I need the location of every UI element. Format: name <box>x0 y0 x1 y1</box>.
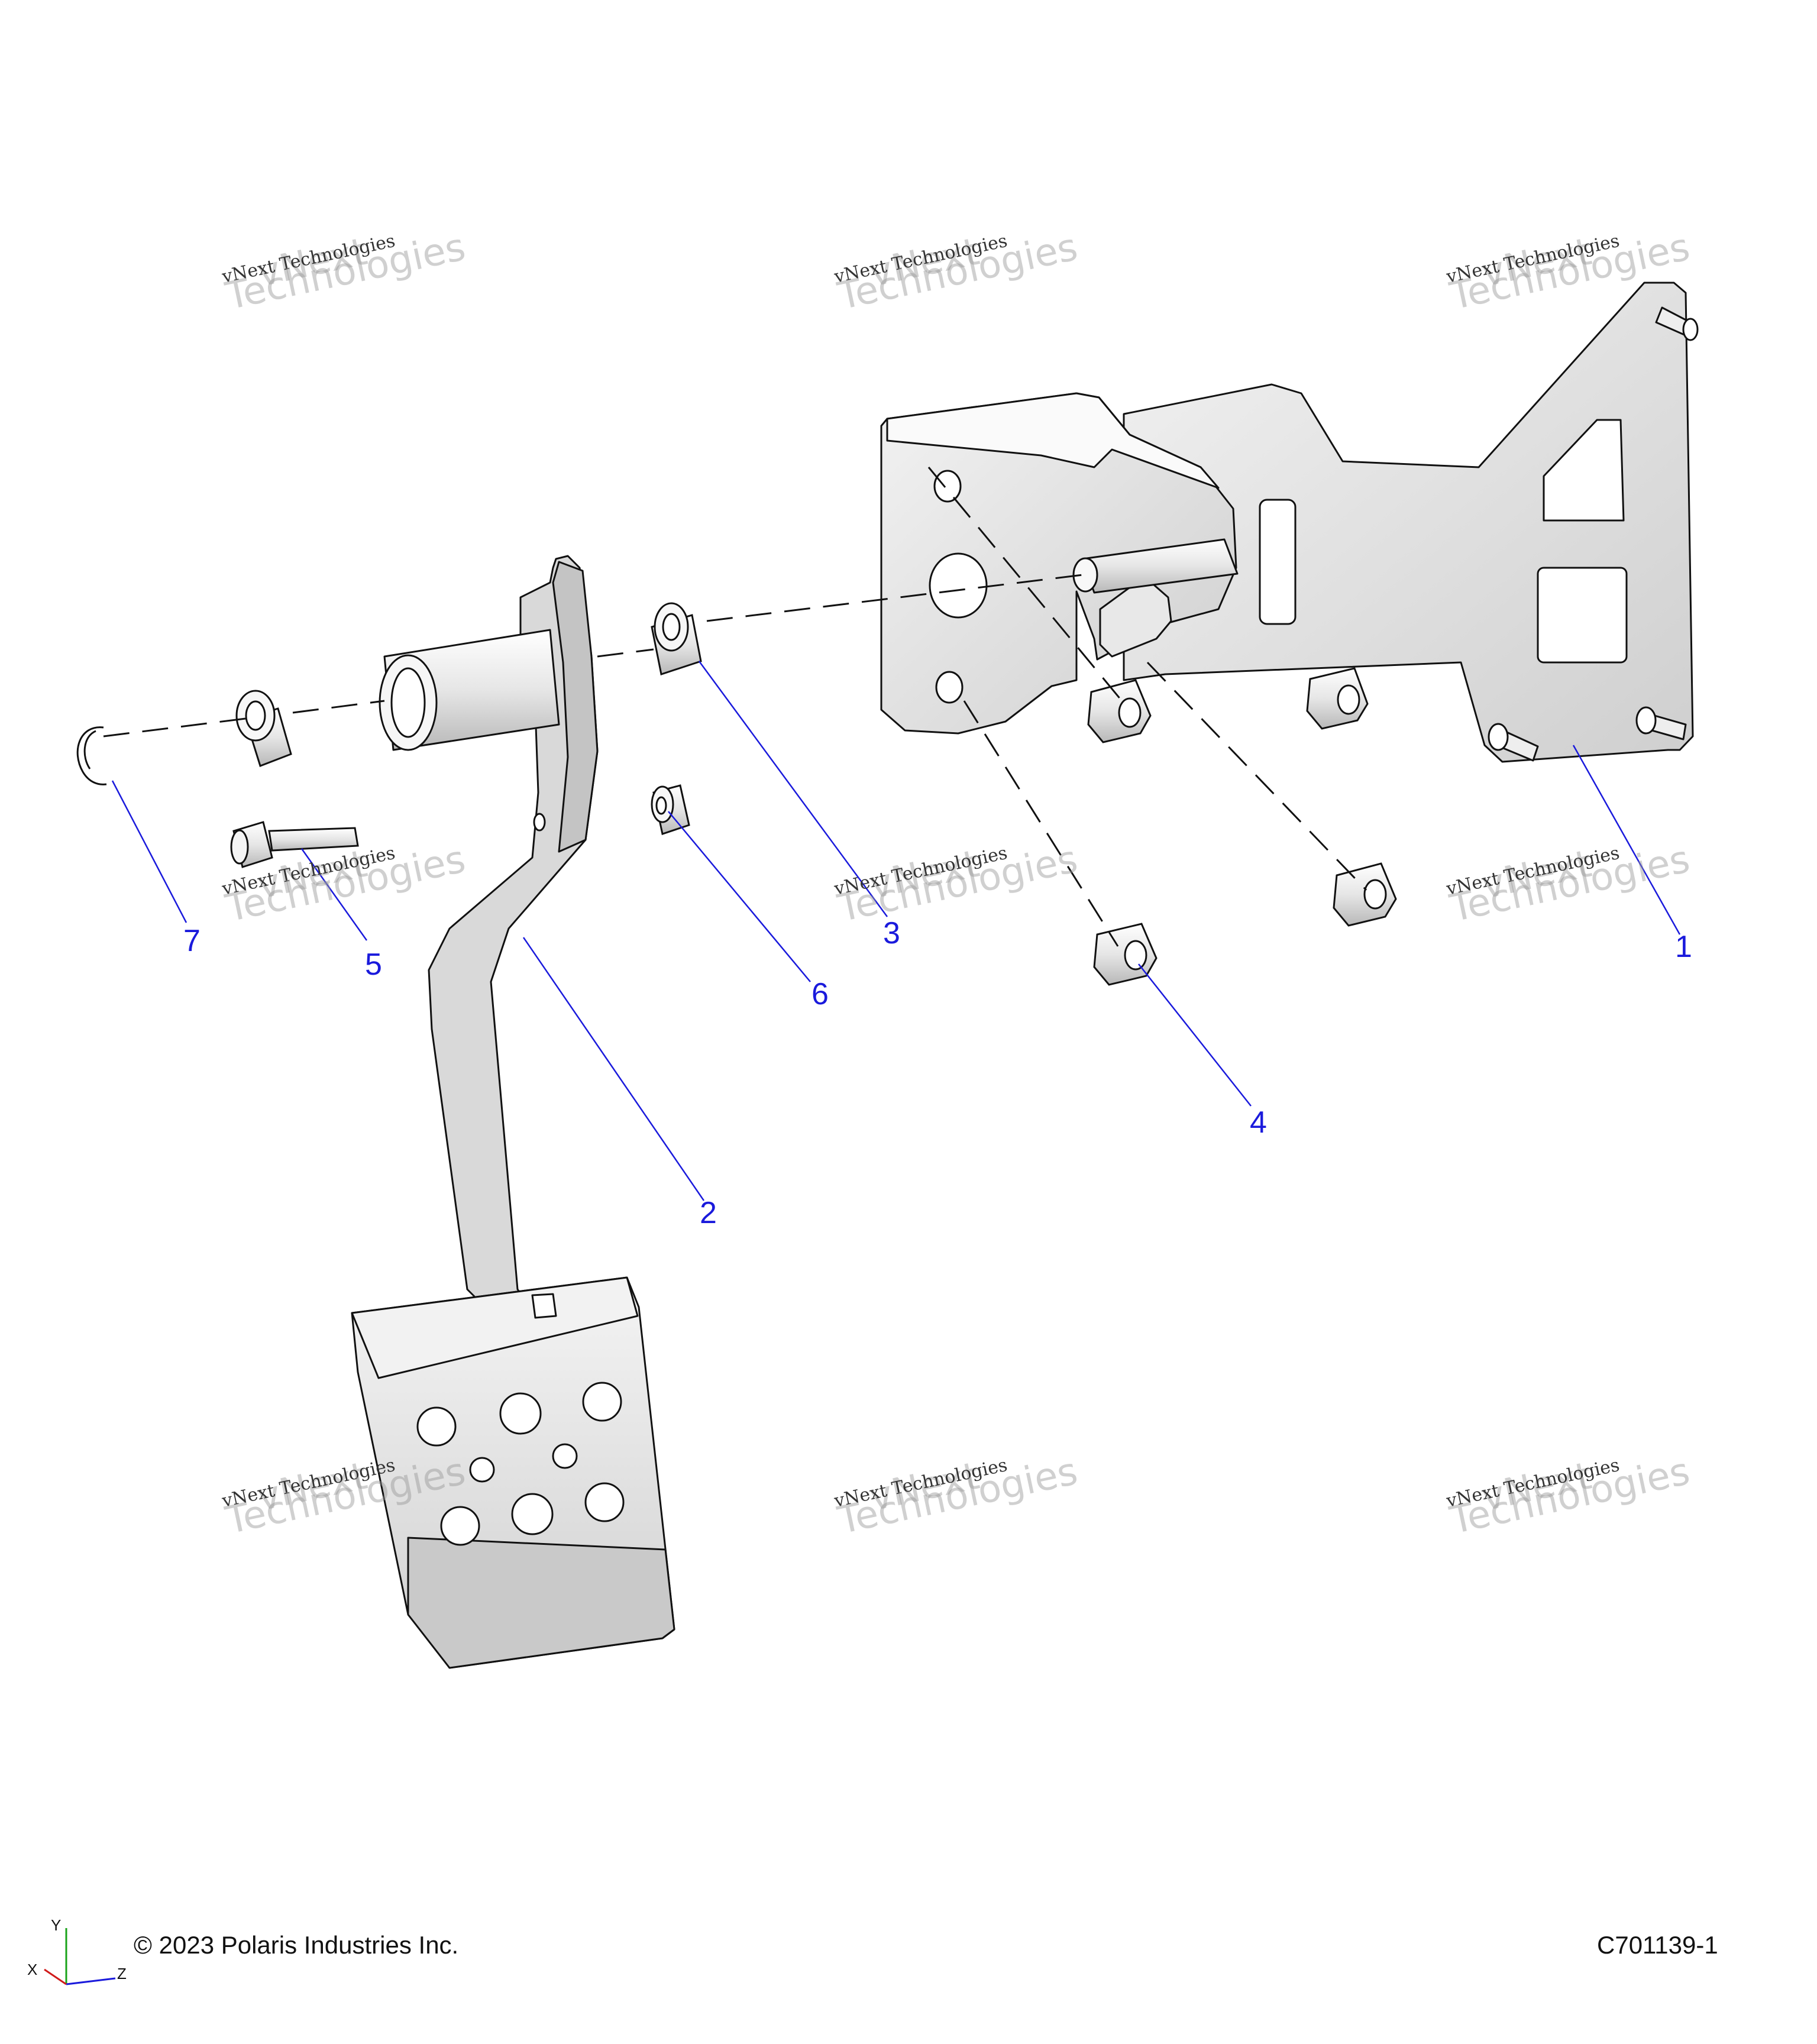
axis-label-x: X <box>27 1961 38 1978</box>
callout-7: 7 <box>183 924 201 958</box>
drawing-number: C701139-1 <box>1597 1931 1718 1959</box>
nut-2 <box>1306 667 1369 730</box>
axis-label-y: Y <box>51 1916 62 1934</box>
nut-1 <box>1087 679 1152 743</box>
part-3-bushing-left <box>235 690 292 767</box>
pedal-pad <box>351 1276 675 1669</box>
callout-5: 5 <box>365 947 382 982</box>
leader-lines <box>111 661 1681 1201</box>
nut-4 <box>1093 923 1158 986</box>
nut-3 <box>1333 862 1397 927</box>
callout-4: 4 <box>1250 1105 1267 1140</box>
axis-triad <box>44 1928 116 1985</box>
part-3-bushing <box>651 602 702 675</box>
axis-label-z: Z <box>117 1965 127 1982</box>
part-2-pedal-arm <box>379 555 599 1332</box>
callout-2: 2 <box>700 1196 717 1230</box>
callout-6: 6 <box>811 977 829 1011</box>
part-6-bushing <box>651 784 690 835</box>
assembly-lines <box>103 467 1367 947</box>
callout-1: 1 <box>1675 930 1692 964</box>
copyright-text: © 2023 Polaris Industries Inc. <box>134 1931 459 1959</box>
part-5-pin <box>230 821 359 868</box>
part-4-nuts <box>1087 667 1397 986</box>
part-7-clip <box>76 726 107 785</box>
callout-3: 3 <box>883 916 900 950</box>
part-1-bracket <box>880 282 1699 763</box>
